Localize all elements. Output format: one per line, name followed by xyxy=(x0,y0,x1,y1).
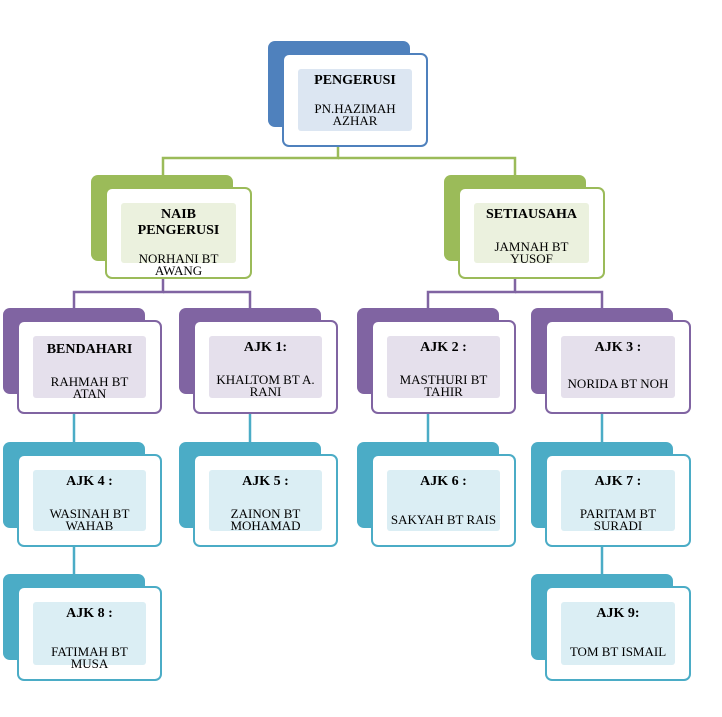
node-person: RAHMAH BT ATAN xyxy=(50,374,129,401)
node-person: WASINAH BT WAHAB xyxy=(49,506,130,533)
node-ajk-1: AJK 1: KHALTOM BT A. RANI xyxy=(179,308,338,414)
node-person: ZAINON BT MOHAMAD xyxy=(230,506,301,533)
node-bendahari: BENDAHARI RAHMAH BT ATAN xyxy=(3,308,162,414)
node-title: AJK 9: xyxy=(596,606,640,621)
node-pengerusi: PENGERUSI PN.HAZIMAH AZHAR xyxy=(268,41,428,147)
node-title: BENDAHARI xyxy=(46,342,133,357)
node-ajk-8: AJK 8 : FATIMAH BT MUSA xyxy=(3,574,162,681)
node-person: MASTHURI BT TAHIR xyxy=(399,372,488,399)
node-ajk-3: AJK 3 : NORIDA BT NOH xyxy=(531,308,691,414)
node-setiausaha: SETIAUSAHA JAMNAH BT YUSOF xyxy=(444,175,605,279)
node-title: AJK 1: xyxy=(243,340,288,355)
node-ajk-5: AJK 5 : ZAINON BT MOHAMAD xyxy=(179,442,338,547)
node-person: PN.HAZIMAH AZHAR xyxy=(314,101,396,128)
node-title: SETIAUSAHA xyxy=(485,207,578,222)
connector-pengerusi-right xyxy=(338,156,517,183)
node-ajk-9: AJK 9: TOM BT ISMAIL xyxy=(531,574,691,681)
connector-setiausaha xyxy=(426,277,517,310)
node-person: FATIMAH BT MUSA xyxy=(51,644,128,671)
node-ajk-6: AJK 6 : SAKYAH BT RAIS xyxy=(357,442,516,547)
node-ajk-4: AJK 4 : WASINAH BT WAHAB xyxy=(3,442,162,547)
node-person: JAMNAH BT YUSOF xyxy=(494,239,569,266)
node-title: AJK 4 : xyxy=(66,474,113,489)
connector-pengerusi xyxy=(161,146,340,183)
node-person: SAKYAH BT RAIS xyxy=(390,512,497,527)
node-ajk-2: AJK 2 : MASTHURI BT TAHIR xyxy=(357,308,516,414)
node-title: AJK 6 : xyxy=(420,474,467,489)
node-title: AJK 5 : xyxy=(242,474,289,489)
connector-naib xyxy=(72,277,165,310)
node-person: TOM BT ISMAIL xyxy=(569,644,667,659)
node-person: KHALTOM BT A. RANI xyxy=(216,372,315,399)
node-title: PENGERUSI xyxy=(314,73,396,88)
connector-naib-right xyxy=(163,290,252,310)
node-person: PARITAM BT SURADI xyxy=(579,506,657,533)
node-title: AJK 7 : xyxy=(594,474,642,489)
node-naib-pengerusi: NAIB PENGERUSI NORHANI BT AWANG xyxy=(91,175,252,279)
connector-setiausaha-right xyxy=(515,290,604,310)
node-title: AJK 2 : xyxy=(420,340,467,355)
node-title: AJK 8 : xyxy=(66,606,113,621)
node-title: AJK 3 : xyxy=(594,340,642,355)
node-title: NAIB PENGERUSI xyxy=(137,207,220,238)
node-person: NORHANI BT AWANG xyxy=(138,251,219,278)
node-ajk-7: AJK 7 : PARITAM BT SURADI xyxy=(531,442,691,547)
node-person: NORIDA BT NOH xyxy=(567,376,669,391)
